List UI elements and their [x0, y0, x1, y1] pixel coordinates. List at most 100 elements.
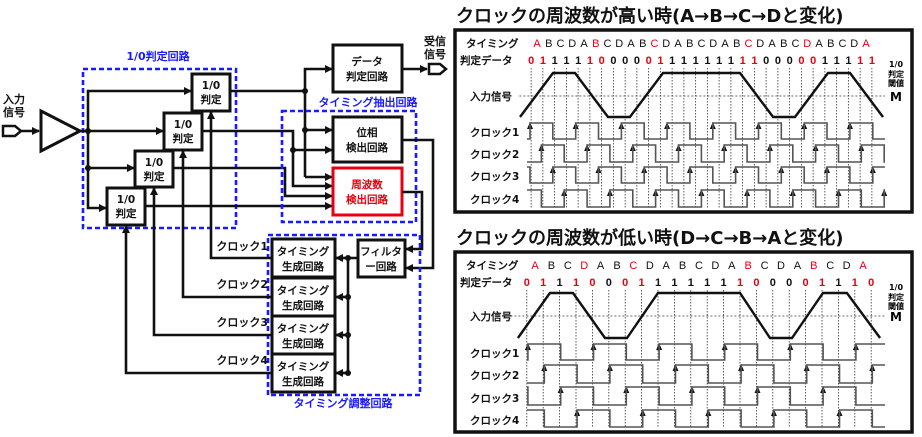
- judge-digit: 1: [822, 55, 828, 67]
- judge-digit: 1: [575, 55, 581, 67]
- junction-dot: [85, 165, 91, 171]
- timing-letter: D: [777, 260, 785, 272]
- clock-3-label: クロック3: [216, 316, 268, 329]
- phase-detector-box: 位相 検出回路: [331, 115, 404, 164]
- clock-1-feedback-wire: [207, 111, 272, 260]
- judge-box-3: 1/0 判定: [133, 149, 175, 189]
- judge-digit: 1: [721, 277, 727, 289]
- timing-letter: A: [768, 38, 776, 50]
- timing-letter: A: [531, 260, 539, 272]
- clock-1-row-label: クロック1: [470, 127, 519, 139]
- clock-2-waveform: [527, 144, 885, 163]
- timing-letter: D: [709, 38, 717, 50]
- filter-label: フィルタ: [360, 246, 402, 258]
- timing-letter: B: [592, 38, 599, 50]
- data-judge-label: 判定回路: [346, 70, 388, 83]
- timing-generator-label: タイミング: [277, 245, 330, 258]
- timing-letter: B: [686, 38, 693, 50]
- judge-digit: 0: [786, 277, 792, 289]
- judge-3-output: [173, 166, 333, 200]
- input-connector-icon: [1, 124, 23, 138]
- clock-4-waveform: [527, 409, 885, 428]
- panel-frame: [453, 28, 914, 214]
- judge-digit: 1: [740, 55, 746, 67]
- timing-letter: C: [745, 38, 753, 50]
- clock-4-row-label: クロック4: [470, 415, 519, 427]
- data-judge-box: データ 判定回路: [331, 43, 404, 94]
- judge-digit: 1: [728, 55, 734, 67]
- timing-letter: D: [711, 260, 719, 272]
- judge-digit: 1: [737, 277, 743, 289]
- timing-letter: B: [733, 38, 740, 50]
- timing-letter: B: [810, 260, 817, 272]
- freq-to-filter-wire: [402, 190, 424, 253]
- timing-panel-1: クロックの周波数が高い時(A→B→C→Dと変化)タイミング判定データ入力信号1/…: [453, 5, 914, 214]
- clock-4-row-label: クロック4: [470, 194, 519, 206]
- received-signal-label-1: 受信: [424, 34, 446, 48]
- timing-letter: D: [803, 38, 811, 50]
- timing-adjust-group-label: タイミング調整回路: [294, 396, 394, 410]
- judge-digit: 0: [775, 55, 781, 67]
- junction-dot: [345, 294, 351, 300]
- judge-digit: 1: [704, 55, 710, 67]
- panel-frame: [453, 250, 914, 434]
- timing-letter: A: [728, 260, 736, 272]
- input-signal-label-1: 入力: [3, 92, 25, 106]
- timing-letter: D: [615, 38, 623, 50]
- clock-1-label: クロック1: [216, 240, 268, 253]
- timing-letter: A: [674, 38, 682, 50]
- clock-4-feedback-wire: [122, 225, 272, 375]
- wire-to-judge-1: [86, 87, 192, 131]
- input-signal-waveform: [519, 71, 884, 119]
- data-row-label: 判定データ: [460, 54, 513, 67]
- frequency-detector-box: 周波数 検出回路: [331, 166, 404, 217]
- panel-title: クロックの周波数が高い時(A→B→C→Dと変化): [456, 5, 844, 27]
- timing-letter: B: [679, 260, 686, 272]
- data-row-label: 判定データ: [460, 276, 513, 289]
- timing-letter: A: [533, 38, 541, 50]
- wire-to-data-judge: [303, 65, 333, 177]
- judge-digit: 0: [528, 55, 534, 67]
- judge-box-label: 1/0: [202, 80, 220, 92]
- timing-letter: A: [862, 38, 870, 50]
- judge-digit: 1: [845, 55, 851, 67]
- threshold-symbol: M: [890, 90, 902, 104]
- clock-2-row-label: クロック2: [470, 149, 519, 161]
- timing-letter: D: [843, 260, 851, 272]
- judge-box-label: 判定: [173, 132, 194, 145]
- judge-box-label: 1/0: [117, 194, 135, 206]
- judge-digit: 0: [622, 55, 628, 67]
- timing-letter: B: [613, 260, 620, 272]
- judge-group-border: [81, 67, 238, 230]
- timing-letter: B: [548, 260, 555, 272]
- junction-dot: [290, 147, 296, 153]
- judge-digit: 0: [770, 277, 776, 289]
- phase-detector-label: 検出回路: [346, 141, 388, 154]
- timing-letter: B: [545, 38, 552, 50]
- judge-digit: 0: [868, 277, 874, 289]
- timing-letter: A: [794, 260, 802, 272]
- judge-digit: 0: [798, 55, 804, 67]
- timing-letter: C: [564, 260, 572, 272]
- timing-letter: B: [639, 38, 646, 50]
- junction-dot: [302, 88, 308, 94]
- judge-box-label: 判定: [116, 207, 137, 220]
- judge-digit: 0: [589, 277, 595, 289]
- junction-dot: [345, 255, 351, 261]
- timing-letter: B: [780, 38, 787, 50]
- judge-digit: 1: [573, 277, 579, 289]
- judge-digit: 1: [639, 277, 645, 289]
- timing-panel-2: クロックの周波数が低い時(D→C→B→Aと変化)タイミング判定データ入力信号1/…: [453, 227, 914, 434]
- junction-dot: [345, 370, 351, 376]
- timing-generator-label: タイミング: [277, 322, 330, 335]
- timing-letter: C: [839, 38, 847, 50]
- judge-digit: 0: [803, 277, 809, 289]
- judge-2-output: [202, 129, 333, 190]
- timing-generator-label: タイミング: [277, 360, 330, 373]
- filter-box: フィルタ ー回路: [356, 238, 407, 279]
- timing-letter: A: [721, 38, 729, 50]
